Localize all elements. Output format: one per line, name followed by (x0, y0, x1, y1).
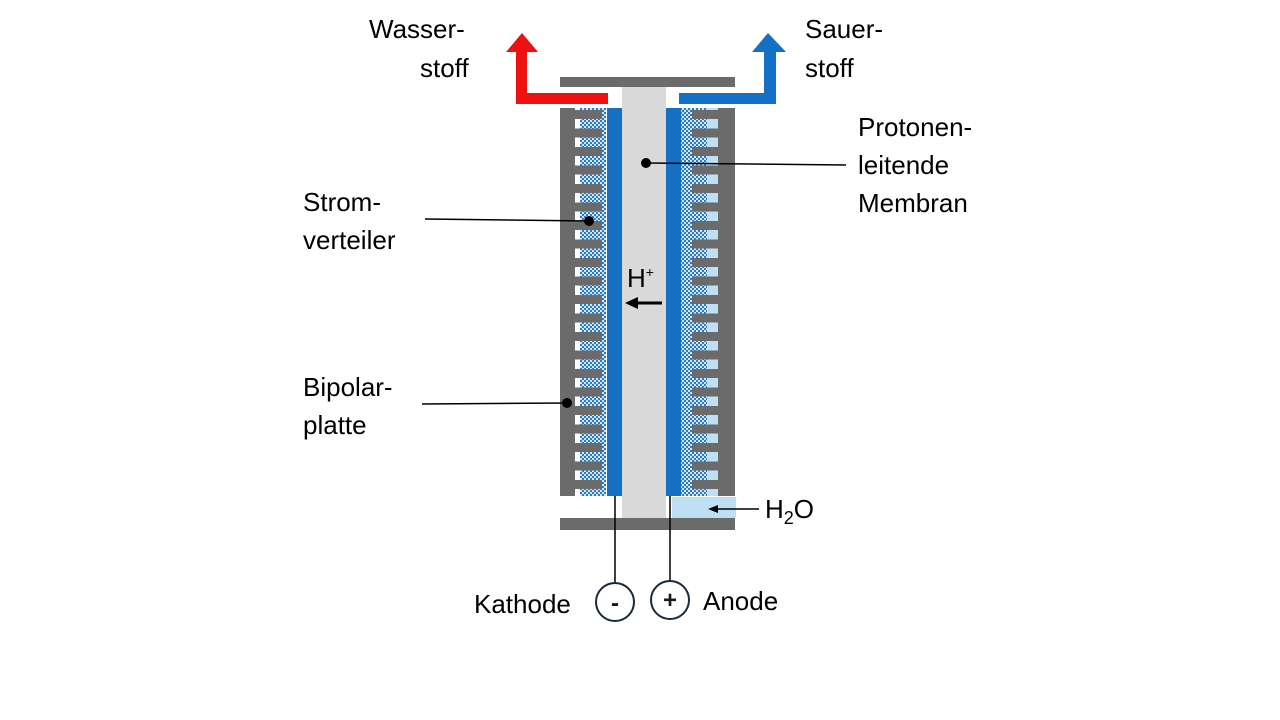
water-label-h: H (765, 494, 784, 524)
bipolar-plate-rib (575, 184, 602, 193)
bipolar-plate-rib (575, 258, 602, 267)
anode-sign: + (663, 587, 677, 614)
bipolar-plate-rib (692, 443, 718, 452)
anode-label: Anode (703, 586, 778, 616)
oxygen-label-line2: stoff (805, 53, 854, 83)
bipolar-plate-rib (692, 128, 718, 138)
bipolar-plate-rib (575, 480, 602, 489)
membrane-pointer (641, 158, 847, 168)
anode-electrode (666, 108, 681, 496)
water-label-sub: 2 (784, 508, 794, 528)
bipolar-plate-rib (692, 480, 718, 489)
proton-label: H+ (627, 263, 654, 293)
bipolar-plate-pointer (421, 398, 572, 408)
bipolar-plate-rib (692, 461, 718, 471)
hydrogen-outlet-arrow (506, 33, 608, 104)
oxygen-outlet-arrow (679, 33, 786, 104)
bipolar-label-line2: platte (303, 410, 367, 440)
bipolar-plate-rib (692, 406, 718, 415)
bipolar-plate-rib (575, 239, 602, 249)
water-label-o: O (794, 494, 814, 524)
current-distributor-pointer (424, 216, 594, 226)
membrane-label-line1: Protonen- (858, 112, 972, 142)
bipolar-plate-rib (575, 128, 602, 138)
cathode-sign: - (611, 590, 619, 617)
bipolar-plate-rib (575, 350, 602, 360)
bipolar-plate-rib (692, 350, 718, 360)
hydrogen-label-line2: stoff (420, 53, 469, 83)
bipolar-plate-rib (692, 424, 718, 434)
bipolar-plate-rib (692, 110, 718, 119)
bipolar-plate-rib (575, 313, 602, 323)
membrane-label-line2: leitende (858, 150, 949, 180)
anode-terminal (650, 580, 690, 620)
bipolar-plate-rib (575, 443, 602, 452)
bipolar-plate-rib (575, 147, 602, 156)
distributor-label-line2: verteiler (303, 225, 396, 255)
bipolar-plate-rib (575, 424, 602, 434)
bipolar-plate-rib (575, 332, 602, 341)
water-inlet-arrow (708, 505, 759, 513)
bipolar-plate-rib (575, 406, 602, 415)
bipolar-plate-rib (692, 165, 718, 175)
bipolar-plate-rib (692, 295, 718, 304)
bipolar-plate-rib (692, 221, 718, 230)
water-label: H2O (765, 494, 814, 528)
proton-flow-arrow (625, 297, 662, 309)
bipolar-plate-rib (692, 258, 718, 267)
bipolar-plate-rib (575, 369, 602, 378)
cathode-terminal (595, 582, 635, 622)
bipolar-plate-rib (692, 369, 718, 378)
bipolar-plate-rib (575, 295, 602, 304)
distributor-label-line1: Strom- (303, 187, 381, 217)
water-inlet-region (672, 497, 736, 518)
bipolar-plate-rib (692, 387, 718, 397)
oxygen-label-line1: Sauer- (805, 14, 883, 44)
top-end-plate (560, 77, 735, 87)
bipolar-plate-rib (575, 387, 602, 397)
bipolar-plate-rib (575, 202, 602, 212)
membrane-label-line3: Membran (858, 188, 968, 218)
bipolar-plate-rib (692, 147, 718, 156)
bipolar-plate-rib (692, 202, 718, 212)
cathode-electrode (607, 108, 622, 496)
bipolar-plate-rib (575, 165, 602, 175)
bottom-end-plate (560, 518, 735, 530)
bipolar-plate-rib (575, 110, 602, 119)
hydrogen-label-line1: Wasser- (369, 14, 465, 44)
right-bipolar-plate (692, 108, 735, 496)
bipolar-plate-rib (692, 332, 718, 341)
bipolar-plate-rib (692, 276, 718, 286)
bipolar-plate-rib (575, 461, 602, 471)
bipolar-plate-rib (692, 239, 718, 249)
bipolar-label-line1: Bipolar- (303, 372, 393, 402)
bipolar-plate-rib (692, 313, 718, 323)
bipolar-plate-rib (575, 276, 602, 286)
proton-label-charge: + (646, 264, 654, 280)
bipolar-plate-rib (692, 184, 718, 193)
cathode-label: Kathode (474, 589, 571, 619)
proton-label-base: H (627, 263, 646, 293)
